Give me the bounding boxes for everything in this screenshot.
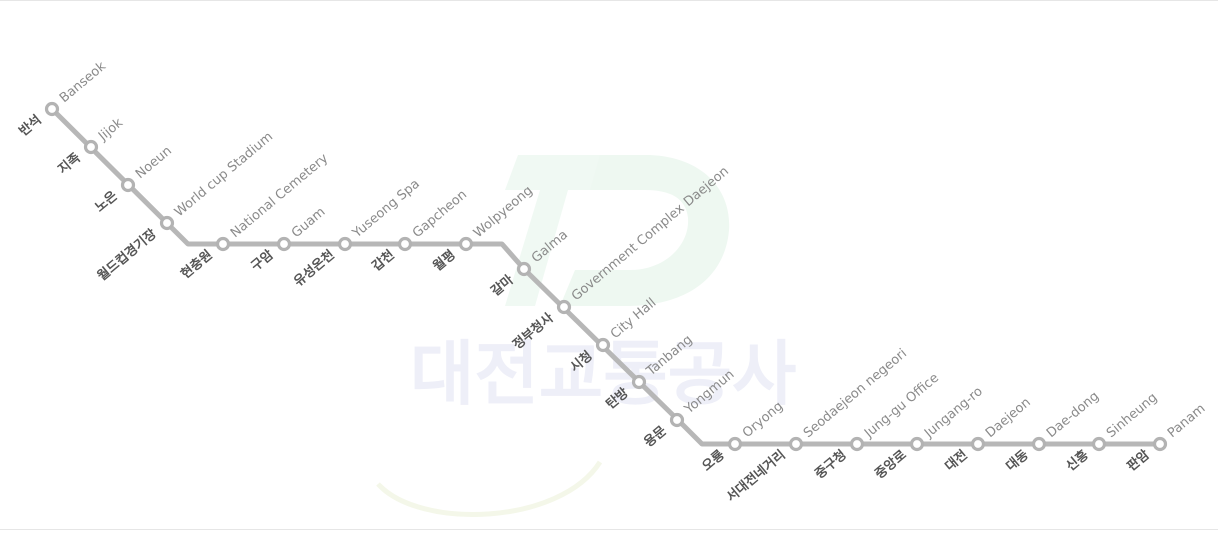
station-name-en: Panam	[1165, 401, 1208, 441]
station-marker[interactable]	[970, 436, 986, 452]
station-marker[interactable]	[458, 236, 474, 252]
station-name-ko: 지족	[56, 151, 84, 178]
station-marker[interactable]	[631, 374, 647, 390]
station-name-ko: 월드컵경기장	[94, 226, 159, 284]
station-marker[interactable]	[44, 101, 60, 117]
station-name-en: Wolpyeong	[471, 183, 536, 241]
station-marker[interactable]	[849, 436, 865, 452]
station-marker[interactable]	[159, 215, 175, 231]
station-marker[interactable]	[1031, 436, 1047, 452]
station-name-ko: 서대전네거리	[723, 447, 788, 505]
station-name-ko: 중구청	[812, 447, 850, 482]
station-name-ko: 대동	[1004, 448, 1032, 475]
station-banseok[interactable]: 반석 Banseok	[16, 59, 109, 140]
station-world-cup-stadium[interactable]: 월드컵경기장 World cup Stadium	[94, 129, 276, 284]
station-name-ko: 갑천	[369, 247, 398, 275]
station-name-ko: 유성온천	[291, 248, 337, 290]
station-name-en: Guam	[289, 205, 328, 242]
station-marker[interactable]	[909, 436, 925, 452]
station-marker[interactable]	[1152, 436, 1168, 452]
station-name-ko: 반석	[16, 112, 45, 140]
station-name-ko: 오룡	[700, 448, 728, 475]
station-marker[interactable]	[215, 236, 231, 252]
station-name-ko: 현충원	[178, 247, 216, 282]
station-marker[interactable]	[788, 436, 804, 452]
station-name-en: Banseok	[57, 59, 109, 106]
station-name-ko: 용문	[641, 423, 670, 451]
station-name-ko: 월평	[430, 247, 459, 275]
station-noeun[interactable]: 노은 Noeun	[93, 143, 175, 215]
logo-swoosh	[376, 460, 603, 517]
station-jungang-ro[interactable]: 중앙로 Jungang-ro	[872, 384, 986, 482]
station-yuseong-spa[interactable]: 유성온천 Yuseong Spa	[291, 177, 423, 290]
station-marker[interactable]	[1091, 436, 1107, 452]
station-name-en: Seodaejeon negeori	[801, 346, 910, 441]
station-marker[interactable]	[669, 412, 685, 428]
station-marker[interactable]	[516, 261, 532, 277]
station-name-en: Sinheung	[1104, 390, 1160, 441]
station-name-en: Jungang-ro	[921, 384, 986, 442]
station-marker[interactable]	[337, 236, 353, 252]
station-name-ko: 노은	[93, 189, 121, 216]
station-marker[interactable]	[397, 236, 413, 252]
station-name-ko: 구암	[248, 247, 277, 275]
logo-d-shape	[560, 155, 730, 306]
station-name-en: Jijok	[95, 115, 126, 144]
station-marker[interactable]	[595, 337, 611, 353]
station-jung-gu-office[interactable]: 중구청 Jung-gu Office	[812, 371, 942, 483]
station-marker[interactable]	[120, 177, 136, 193]
station-marker[interactable]	[556, 299, 572, 315]
station-name-ko: 중앙로	[872, 447, 910, 482]
station-name-en: Gapcheon	[410, 187, 470, 241]
station-marker[interactable]	[727, 436, 743, 452]
station-name-en: Dae-dong	[1044, 389, 1102, 441]
station-marker[interactable]	[83, 139, 99, 155]
station-name-ko: 판암	[1124, 447, 1153, 475]
station-name-ko: 대전	[942, 447, 971, 475]
station-marker[interactable]	[276, 236, 292, 252]
station-name-en: Daejeon	[983, 395, 1034, 441]
station-name-ko: 신흥	[1063, 447, 1092, 475]
station-name-en: Noeun	[133, 143, 175, 182]
